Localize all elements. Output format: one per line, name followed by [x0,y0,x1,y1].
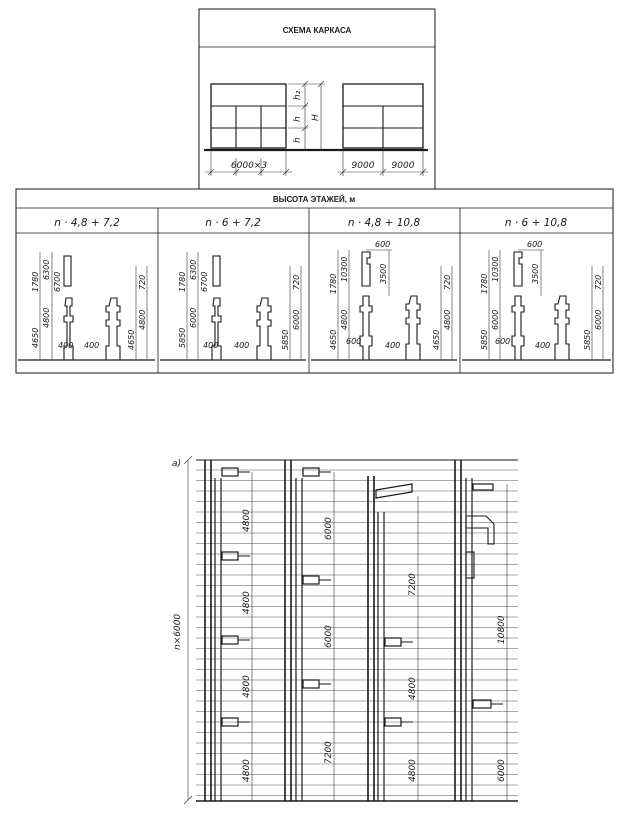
p3-dim-4800: 4800 [340,310,349,330]
p2-dim-5850: 5850 [178,328,187,348]
grid-lines [196,469,518,796]
p3-bottom-right: 400 [385,341,400,350]
elevation-drawing: а) n×6000 4800 4800 4800 4800 [172,455,518,805]
p2-dim-6000-r: 6000 [292,310,301,330]
p4-bottom-left: 600 [495,337,510,346]
c3-dim-2: 4800 [408,677,418,700]
c1-dim-3: 4800 [242,675,252,698]
p3-dim-1780: 1780 [329,274,338,294]
frame-left [210,83,287,149]
p3-dim-600-top: 600 [375,240,390,249]
p1-dim-720: 720 [138,275,147,290]
heights-table: ВЫСОТА ЭТАЖЕЙ, м n · 4,8 + 7,2 n · 6 + 7… [15,188,614,374]
p1-dim-4800: 4800 [42,308,51,328]
panel-3-header: n · 4,8 + 10,8 [348,217,421,229]
p2-dim-6000: 6000 [189,308,198,328]
heights-border [15,188,614,374]
c1-dim-4: 4800 [242,759,252,782]
c3-dim-1: 7200 [408,573,418,596]
p1-dim-6300: 6300 [42,260,51,280]
p1-bottom-right: 400 [84,341,99,350]
frame-right [342,83,424,149]
panel-4: 600 3500 1780 10300 5850 6000 720 5850 6… [462,240,611,361]
p2-dim-1780: 1780 [178,272,187,292]
column-4: 10800 6000 [454,460,508,801]
p4-dim-5850: 5850 [480,330,489,350]
p4-dim-10300: 10300 [491,257,500,282]
p1-dim-4800-r: 4800 [138,310,147,330]
c4-dim-1: 10800 [497,615,507,644]
c3-dim-3: 4800 [408,759,418,782]
c1-dim-2: 4800 [242,591,252,614]
p4-dim-6000-r: 6000 [594,310,603,330]
frame-scheme: СХЕМА КАРКАСА h₂ h h H [198,8,436,190]
figure-label: а) [172,459,181,469]
p3-dim-720: 720 [443,275,452,290]
heights-title: ВЫСОТА ЭТАЖЕЙ, м [273,195,355,204]
p3-dim-4800-r: 4800 [443,310,452,330]
scheme-title: СХЕМА КАРКАСА [283,26,352,35]
p2-dim-5850-r: 5850 [281,330,290,350]
p1-dim-1780: 1780 [31,272,40,292]
p4-dim-600-top: 600 [527,240,542,249]
side-dim-label: n×6000 [173,614,183,650]
dim-right-bay-1: 9000 [352,161,375,171]
panel-2: 1780 6300 6700 5850 6000 720 5850 6000 4… [160,252,306,361]
p1-dim-4650-r: 4650 [127,330,136,350]
label-h2: h₂ [293,90,303,100]
panel-1-header: n · 4,8 + 7,2 [54,217,120,229]
column-1: 4800 4800 4800 4800 [204,460,253,801]
p3-dim-3500: 3500 [379,264,388,284]
p3-dim-10300: 10300 [340,257,349,282]
p4-dim-1780: 1780 [480,274,489,294]
column-3: 7200 4800 4800 [367,476,419,801]
panel-1: 1780 6300 6700 4650 4800 720 4650 4800 4… [18,252,155,361]
p3-dim-4650-r: 4650 [432,330,441,350]
p4-dim-5850-r: 5850 [583,330,592,350]
panel-2-header: n · 6 + 7,2 [205,217,261,229]
label-h-upper: h [293,116,303,122]
p1-bottom-left: 400 [58,341,73,350]
p1-dim-4650: 4650 [31,328,40,348]
p1-dim-6700: 6700 [53,272,62,292]
dim-right-bay-2: 9000 [392,161,415,171]
p4-dim-720: 720 [594,275,603,290]
c1-dim-1: 4800 [242,509,252,532]
p3-dim-4650: 4650 [329,330,338,350]
p2-dim-720: 720 [292,275,301,290]
label-h-lower: h [293,137,303,143]
p3-bottom-left: 600 [346,337,361,346]
panel-3: 600 3500 1780 10300 4650 4800 720 4650 4… [311,240,457,361]
c4-dim-2: 6000 [497,759,507,782]
label-H: H [311,114,321,121]
p2-dim-6300: 6300 [189,260,198,280]
p2-bottom-left: 400 [203,341,218,350]
c2-dim-3: 7200 [324,741,334,764]
p4-dim-6000: 6000 [491,310,500,330]
p4-dim-3500: 3500 [531,264,540,284]
p4-bottom-right: 400 [535,341,550,350]
column-2: 6000 6000 7200 [284,460,335,801]
panel-4-header: n · 6 + 10,8 [505,217,568,229]
c2-dim-1: 6000 [324,517,334,540]
p2-bottom-right: 400 [234,341,249,350]
dim-left-bays: 6000×3 [231,161,267,171]
c2-dim-2: 6000 [324,625,334,648]
p2-dim-6700: 6700 [200,272,209,292]
